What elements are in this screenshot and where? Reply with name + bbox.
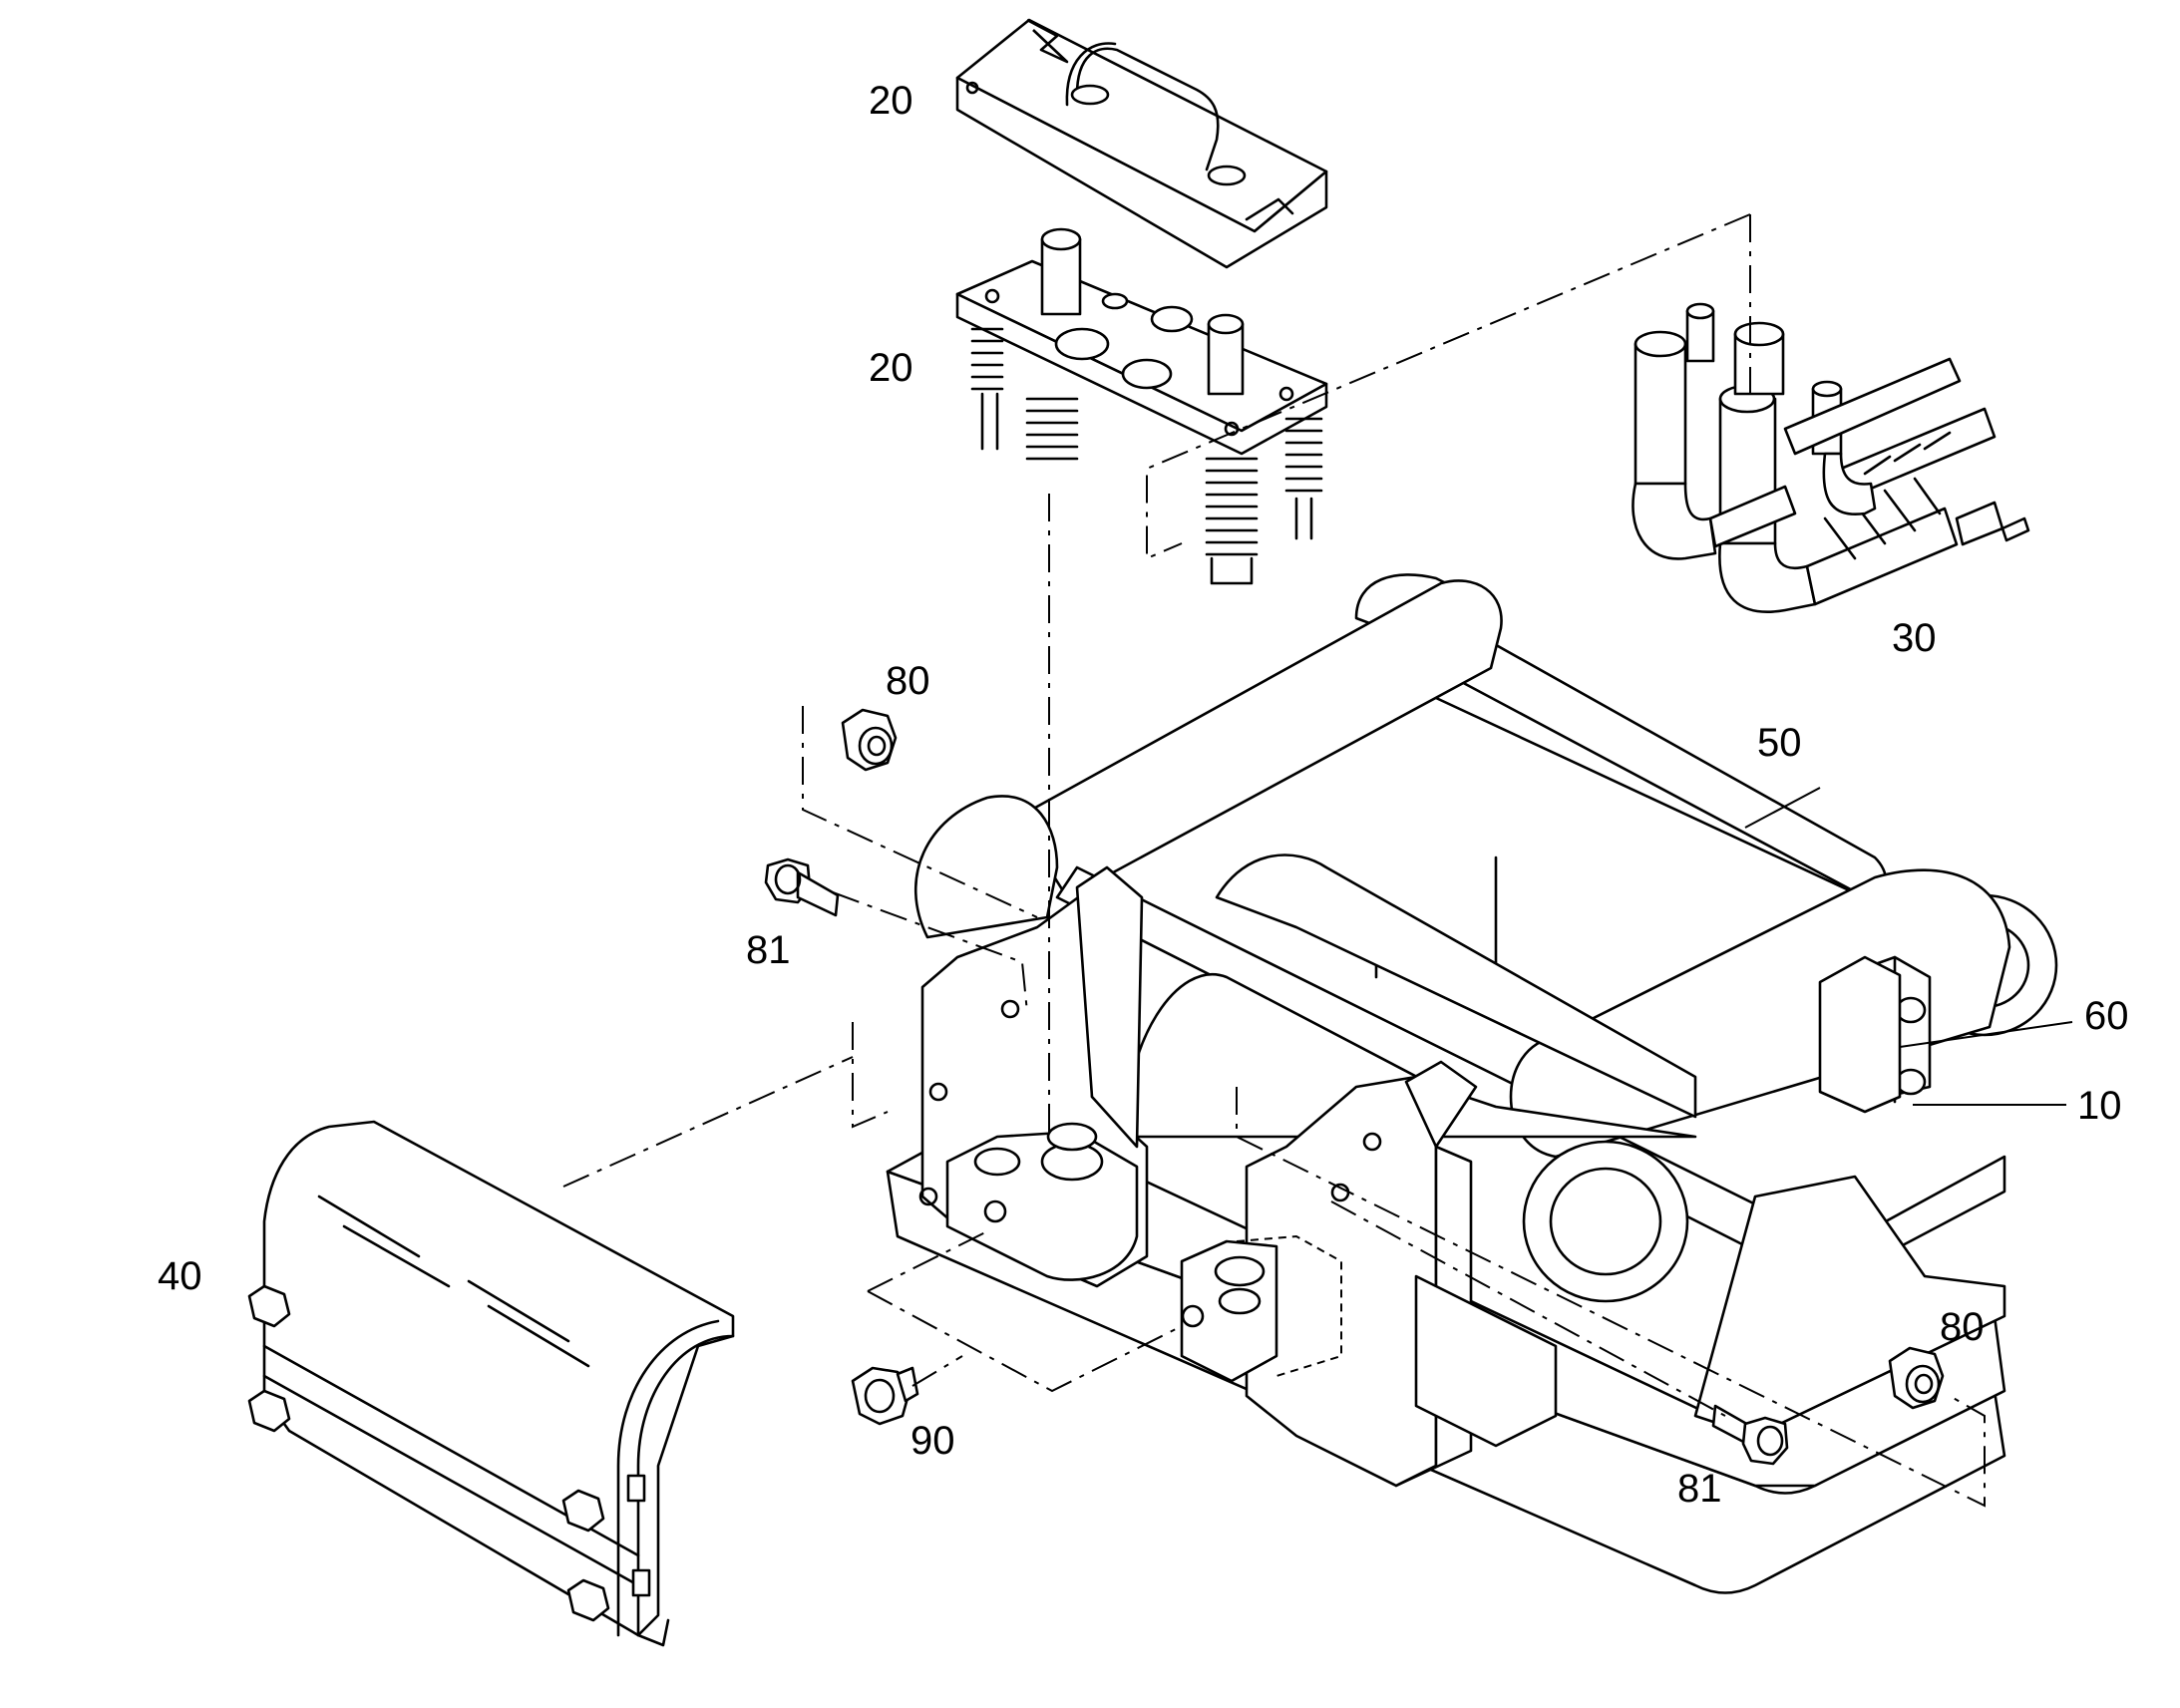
leader-60 [1899,1021,2073,1048]
callout-20-plate: 20 [869,346,913,390]
callout-60: 60 [2084,994,2129,1038]
assembly-centerlines [562,213,1986,1508]
callout-81-upper: 81 [746,928,791,972]
part-20-cover-block [955,18,1328,269]
part-20-coupler-plate [955,227,1328,585]
part-81-bolt-upper [764,857,840,917]
part-90-plug [851,1366,919,1426]
part-40-guard-cover [247,1120,735,1647]
part-80-nut-upper [841,708,898,772]
callout-90: 90 [910,1419,955,1463]
callout-20-top: 20 [869,79,913,123]
part-10-frame-base [886,865,2006,1594]
part-50-coupler-body [913,573,2058,1288]
part-81-bolt-lower [1711,1404,1789,1466]
leader-50 [1744,787,1821,829]
callout-80-lower: 80 [1940,1305,1985,1349]
part-30-hydraulic-hoses [1632,302,2030,613]
part-80-nut-lower [1888,1346,1945,1410]
callout-50: 50 [1757,721,1802,765]
callout-40: 40 [158,1254,202,1298]
part-60-clamp-block [1818,955,1902,1114]
callout-30: 30 [1892,616,1937,660]
callout-80-upper: 80 [886,659,930,703]
callout-10: 10 [2077,1084,2122,1128]
callout-81-lower: 81 [1677,1467,1722,1511]
